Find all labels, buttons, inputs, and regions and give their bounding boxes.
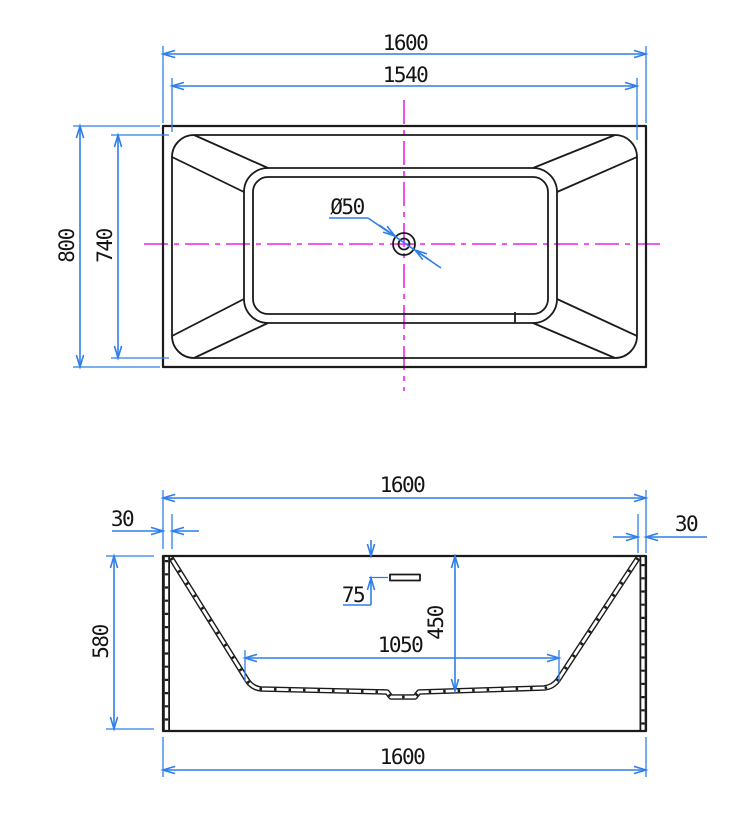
drain-leader: Ø50 xyxy=(329,195,442,269)
basin-wall-line xyxy=(168,556,641,700)
tub-floor-edge xyxy=(243,167,558,324)
dim-top-depth-outer: 800 xyxy=(55,123,160,370)
drain xyxy=(392,232,416,256)
tub-floor-inner-edge xyxy=(252,176,549,315)
section-view: 1600 30 30 580 75 xyxy=(89,473,707,777)
dim-wall-left: 30 xyxy=(111,507,199,549)
drain-outer-circle xyxy=(392,232,416,256)
dim-label-450: 450 xyxy=(424,605,448,639)
dim-section-width-bottom: 1600 xyxy=(160,737,649,777)
top-view: 1600 1540 800 740 Ø50 xyxy=(55,31,663,391)
corner-slope-lines xyxy=(171,134,638,359)
dim-top-width-inner: 1540 xyxy=(169,63,640,140)
dim-label-30-left: 30 xyxy=(111,507,134,531)
dim-overflow-offset: 75 xyxy=(342,540,388,607)
dim-floor-width: 1050 xyxy=(242,633,562,682)
dim-label-top-800: 800 xyxy=(55,228,79,262)
tub-outer-rect xyxy=(161,124,648,369)
overflow-slot xyxy=(389,573,421,582)
drain-inner-circle xyxy=(397,237,411,251)
dim-label-30-right: 30 xyxy=(675,512,698,536)
dim-inner-depth: 450 xyxy=(424,553,460,694)
dim-label-top-740: 740 xyxy=(93,228,117,262)
dim-label-section-1600-top: 1600 xyxy=(380,473,425,497)
tub-rim-edge xyxy=(171,134,638,359)
section-outer-rect xyxy=(161,554,648,733)
top-view-geometry xyxy=(161,124,648,369)
dim-label-drain: Ø50 xyxy=(330,195,364,219)
dim-section-width-top: 1600 xyxy=(160,473,649,553)
dim-label-section-1600-bottom: 1600 xyxy=(380,745,425,769)
dim-top-width-outer: 1600 xyxy=(160,31,649,123)
basin-profile xyxy=(168,556,641,700)
dim-label-top-1600: 1600 xyxy=(383,31,428,55)
centerlines xyxy=(144,100,663,391)
dim-label-top-1540: 1540 xyxy=(383,63,428,87)
dim-label-75: 75 xyxy=(342,583,364,607)
dim-label-580: 580 xyxy=(89,624,113,658)
dim-wall-right: 30 xyxy=(613,512,707,553)
dim-section-height: 580 xyxy=(89,553,154,732)
dim-top-depth-inner: 740 xyxy=(93,132,169,361)
dim-label-1050: 1050 xyxy=(378,633,423,657)
section-walls xyxy=(163,557,647,730)
